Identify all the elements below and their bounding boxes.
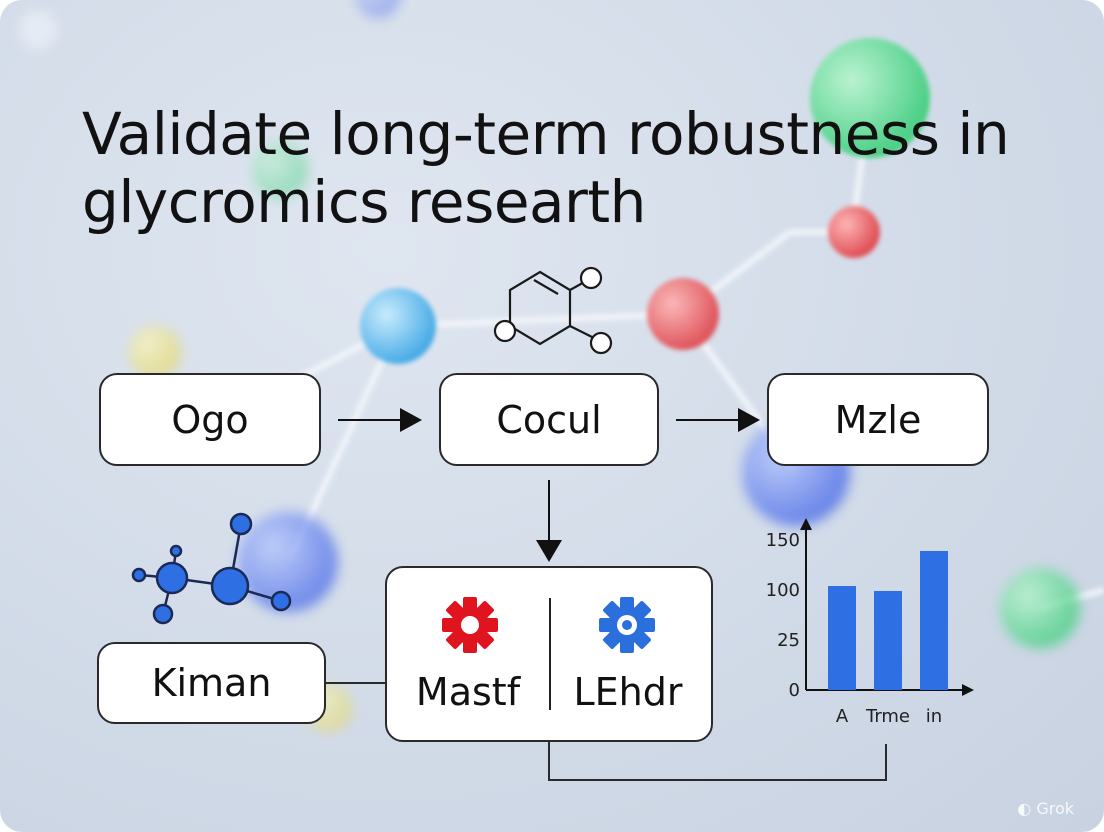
bar-trme [874,591,902,690]
node-kiman-label: Kiman [151,661,272,705]
y-tick-label: 100 [766,580,800,601]
node-cocul-label: Cocul [496,397,602,442]
ball-stick-molecule-icon [131,512,292,625]
x-axis-arrow [962,684,974,696]
diagram-title: Validate long-term robustness in glycrom… [82,100,1010,236]
node-mzle: Mzle [767,373,989,466]
node-cocul: Cocul [439,373,659,466]
y-tick-label: 0 [789,680,800,701]
hexagon-molecule-icon [493,266,613,355]
node-ogo: Ogo [99,373,321,466]
bar-a [828,586,856,690]
arrow-cocul-to-combo [536,480,562,562]
x-tick-label: in [926,706,942,727]
bracket-combo-to-chart [548,742,887,781]
arrow-ogo-to-cocul [338,408,422,432]
x-tick-label: Trme [865,706,910,727]
node-kiman: Kiman [97,642,326,724]
arrow-cocul-to-mzle [676,408,760,432]
grok-watermark: ◐ Grok [1017,799,1074,818]
node-lehdr-label: LEhdr [573,670,683,714]
y-tick-label: 25 [777,630,800,651]
bar-in [920,551,948,690]
watermark-text: Grok [1036,799,1074,818]
node-tools-combo: Mastf LEhdr [385,566,713,742]
gear-icon [442,597,498,653]
node-ogo-label: Ogo [171,397,249,442]
node-mzle-label: Mzle [834,397,922,442]
watermark-icon: ◐ [1017,799,1032,818]
node-mastf-label: Mastf [415,670,521,714]
settings-icon [599,597,655,653]
y-axis-arrow [800,518,812,530]
x-tick-label: A [836,706,849,727]
combo-divider [549,598,551,710]
y-tick-label: 150 [766,530,800,551]
